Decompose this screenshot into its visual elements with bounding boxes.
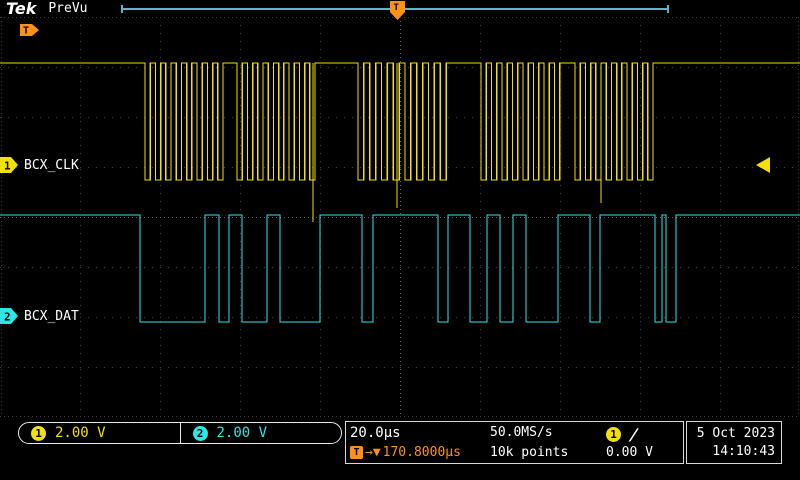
ch1-label: BCX_CLK xyxy=(24,158,79,173)
ch2-marker: 2 xyxy=(0,308,18,324)
trigger-level-value: 0.00 V xyxy=(606,445,679,460)
trigger-delay-readout: T →▼ 170.8000µs xyxy=(350,445,482,460)
trigger-slope-icon: / xyxy=(627,425,640,444)
scope-display: T T 1 BCX_CLK 2 BCX_DAT xyxy=(0,0,800,420)
trigger-delay-value: 170.8000µs xyxy=(383,445,461,460)
ch2-badge: 2 xyxy=(193,426,208,441)
trigger-column: 1 / 0.00 V xyxy=(594,422,683,463)
timebase-scale: 20.0µs xyxy=(350,425,482,441)
ch1-marker: 1 xyxy=(0,157,18,173)
trigger-source-row: 1 / xyxy=(606,425,679,444)
time-value: 14:10:43 xyxy=(712,444,775,459)
acquisition-mode: PreVu xyxy=(48,1,87,16)
ch2-label: BCX_DAT xyxy=(24,309,79,324)
header: Tek PreVu xyxy=(6,0,87,16)
trigger-left-letter: T xyxy=(23,26,29,37)
readout-bar: 1 2.00 V 2 2.00 V 20.0µs T →▼ 170.8000µs… xyxy=(0,420,800,480)
datetime-box: 5 Oct 2023 14:10:43 xyxy=(686,421,782,464)
ch2-marker-number: 2 xyxy=(4,311,11,324)
ch2-scale-readout: 2 2.00 V xyxy=(180,423,342,443)
trigger-source-badge: 1 xyxy=(606,427,621,442)
trigger-left-tag: T xyxy=(20,24,39,37)
record-length: 10k points xyxy=(490,445,590,460)
horizontal-trigger-readouts: 20.0µs T →▼ 170.8000µs 50.0MS/s 10k poin… xyxy=(345,421,684,464)
tek-logo: Tek xyxy=(6,0,36,18)
sample-rate: 50.0MS/s xyxy=(490,425,590,440)
trigger-level-arrow xyxy=(756,157,770,173)
graticule xyxy=(0,17,800,417)
date-value: 5 Oct 2023 xyxy=(697,426,775,441)
ch2-scale-value: 2.00 V xyxy=(217,425,268,441)
trigger-delay-arrows: →▼ xyxy=(365,445,381,460)
channel-scale-readouts: 1 2.00 V 2 2.00 V xyxy=(18,422,342,444)
ch1-scale-value: 2.00 V xyxy=(55,425,106,441)
ch1-marker-number: 1 xyxy=(4,160,11,173)
ch1-spikes xyxy=(313,63,601,222)
timebase-column: 20.0µs T →▼ 170.8000µs xyxy=(346,422,486,463)
trigger-flag-letter: T xyxy=(394,3,400,13)
acquisition-column: 50.0MS/s 10k points xyxy=(486,422,594,463)
trigger-delay-icon: T xyxy=(350,446,363,459)
ch1-badge: 1 xyxy=(31,426,46,441)
ch1-scale-readout: 1 2.00 V xyxy=(19,423,180,443)
